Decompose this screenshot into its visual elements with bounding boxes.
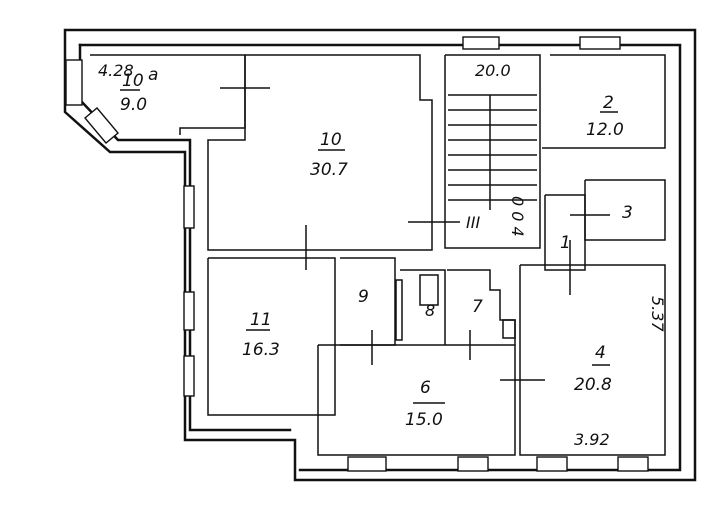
room-10a-dimension: 4.28 — [98, 61, 134, 80]
room-4-depth-dimension: 5.37 — [648, 296, 667, 332]
room-4-area: 20.8 — [574, 375, 612, 395]
room-7-number: 7 — [472, 297, 483, 317]
room-4-width-dimension: 3.92 — [574, 430, 610, 449]
room-9-number: 9 — [358, 287, 369, 307]
room-10a-area: 9.0 — [120, 95, 147, 115]
windows — [65, 36, 649, 472]
door-marks — [220, 87, 610, 381]
room-10a-number: 10 — [122, 71, 144, 91]
room-10-area: 30.7 — [310, 160, 348, 180]
room-10a-suffix: a — [148, 65, 158, 85]
stair-marks: 0 0 4 — [508, 196, 527, 237]
room-3-number: 3 — [622, 203, 633, 223]
room-6-area: 15.0 — [405, 410, 443, 430]
room-4-number: 4 — [595, 343, 606, 363]
room-8-number: 8 — [425, 301, 435, 320]
room-11-area: 16.3 — [242, 340, 280, 360]
room-1-number: 1 — [560, 233, 571, 253]
outer-walls — [63, 28, 697, 482]
room-2-area: 12.0 — [586, 120, 624, 140]
corridor-label: III — [466, 213, 480, 232]
stair-area: 20.0 — [475, 61, 511, 80]
inner-walls — [90, 54, 666, 456]
stair-treads — [448, 94, 537, 210]
room-6-number: 6 — [420, 378, 431, 398]
room-2-number: 2 — [603, 93, 614, 113]
room-11-number: 11 — [250, 310, 272, 330]
room-10-number: 10 — [320, 130, 342, 150]
